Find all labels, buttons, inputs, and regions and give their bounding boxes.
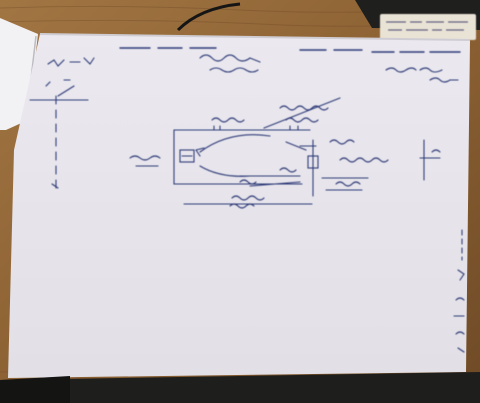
foreground-shadow [0,372,480,403]
cable [176,2,241,32]
paper-tag [380,14,476,40]
notebook-page [8,34,470,378]
page-top-edge [39,33,471,41]
pen-sketch-diagram [29,47,465,353]
foreground-dark-left [0,376,70,403]
